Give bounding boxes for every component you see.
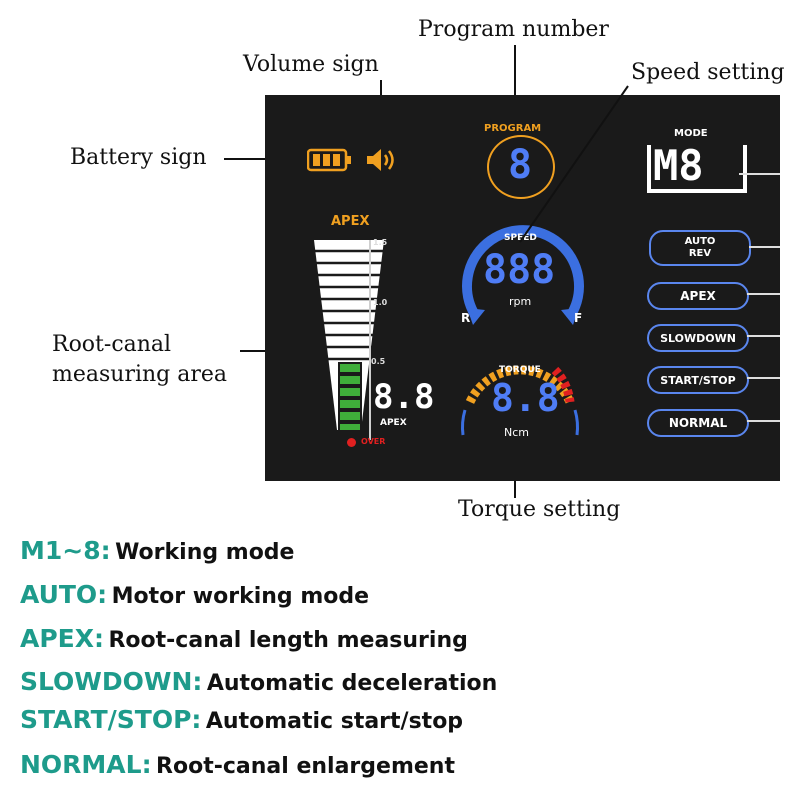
battery-leader-line [224, 158, 302, 160]
speed-digits: 888 [483, 247, 556, 293]
mode-label: MODE [674, 128, 708, 139]
speed-arc [462, 225, 584, 325]
legend-value: Automatic start/stop [205, 709, 464, 734]
mode-frame [647, 145, 747, 193]
legend-key: APEX: [20, 624, 105, 653]
program-number-callout: Program number [418, 17, 609, 42]
apex-scale-axis [369, 240, 371, 440]
root-canal-callout-line2: measuring area [52, 362, 228, 387]
volume-icon [367, 149, 394, 171]
auto-leader-line [749, 246, 780, 248]
apex-scale-0-5: 0.5 [371, 357, 386, 366]
apex-button[interactable]: APEX [647, 282, 749, 310]
legend-value: Working mode [115, 540, 295, 565]
rev-label: REV [688, 248, 712, 259]
apex-ladder [309, 240, 389, 432]
auto-label: AUTO [684, 236, 716, 247]
lcd-display-panel: PROGRAM 8 MODE M8 APEX 1.5 1.0 0.5 8.8 A… [265, 95, 780, 481]
legend-key: AUTO: [20, 580, 108, 609]
apex-scale-1-5: 1.5 [373, 238, 388, 247]
speed-setting-callout: Speed setting [631, 60, 785, 85]
torque-setting-callout: Torque setting [458, 497, 621, 522]
apex-label: APEX [331, 214, 370, 229]
legend-row-normal: NORMAL: Root-canal enlargement [20, 750, 455, 779]
program-ring [487, 135, 555, 199]
mode-value: M8 [653, 141, 704, 190]
battery-icon [307, 148, 351, 172]
reverse-label: R [461, 311, 471, 325]
battery-sign-callout: Battery sign [70, 145, 207, 170]
forward-label: F [574, 311, 583, 325]
program-label: PROGRAM [484, 123, 542, 134]
auto-rev-button[interactable]: AUTO REV [649, 230, 751, 266]
program-digit: 8 [508, 142, 533, 188]
legend-row-auto: AUTO: Motor working mode [20, 580, 369, 609]
slowdown-button[interactable]: SLOWDOWN [647, 324, 749, 352]
apex-digits: 8.8 [373, 377, 435, 417]
start-stop-button[interactable]: START/STOP [647, 366, 749, 394]
speed-label: SPEED [504, 233, 537, 243]
legend-value: Root-canal length measuring [108, 628, 468, 653]
apex-button-leader-line [747, 293, 780, 295]
normal-button[interactable]: NORMAL [647, 409, 749, 437]
legend-row-mode: M1~8: Working mode [20, 536, 294, 565]
legend-key: SLOWDOWN: [20, 667, 203, 696]
over-label: OVER [361, 437, 386, 446]
over-indicator-dot [347, 438, 356, 447]
legend-row-start-stop: START/STOP: Automatic start/stop [20, 705, 463, 734]
apex-scale-1-0: 1.0 [373, 298, 388, 307]
slowdown-leader-line [747, 335, 780, 337]
volume-sign-callout: Volume sign [243, 52, 379, 77]
mode-leader-line [739, 173, 780, 175]
legend-key: START/STOP: [20, 705, 202, 734]
apex-sub-label: APEX [380, 418, 407, 428]
legend-value: Automatic deceleration [206, 671, 498, 696]
legend-key: NORMAL: [20, 750, 152, 779]
torque-arc [461, 365, 579, 436]
torque-unit: Ncm [504, 426, 529, 439]
start-stop-leader-line [747, 377, 780, 379]
normal-leader-line [747, 420, 780, 422]
legend-value: Motor working mode [111, 584, 370, 609]
speed-unit: rpm [509, 295, 532, 308]
torque-digits: 8.8 [491, 376, 560, 420]
torque-label: TORQUE [499, 365, 541, 375]
speed-leader-line [519, 85, 629, 243]
program-leader-line [514, 45, 516, 119]
legend-row-apex: APEX: Root-canal length measuring [20, 624, 468, 653]
legend-row-slowdown: SLOWDOWN: Automatic deceleration [20, 667, 497, 696]
legend-value: Root-canal enlargement [156, 754, 455, 779]
legend-key: M1~8: [20, 536, 111, 565]
root-canal-callout-line1: Root-canal [52, 332, 172, 357]
